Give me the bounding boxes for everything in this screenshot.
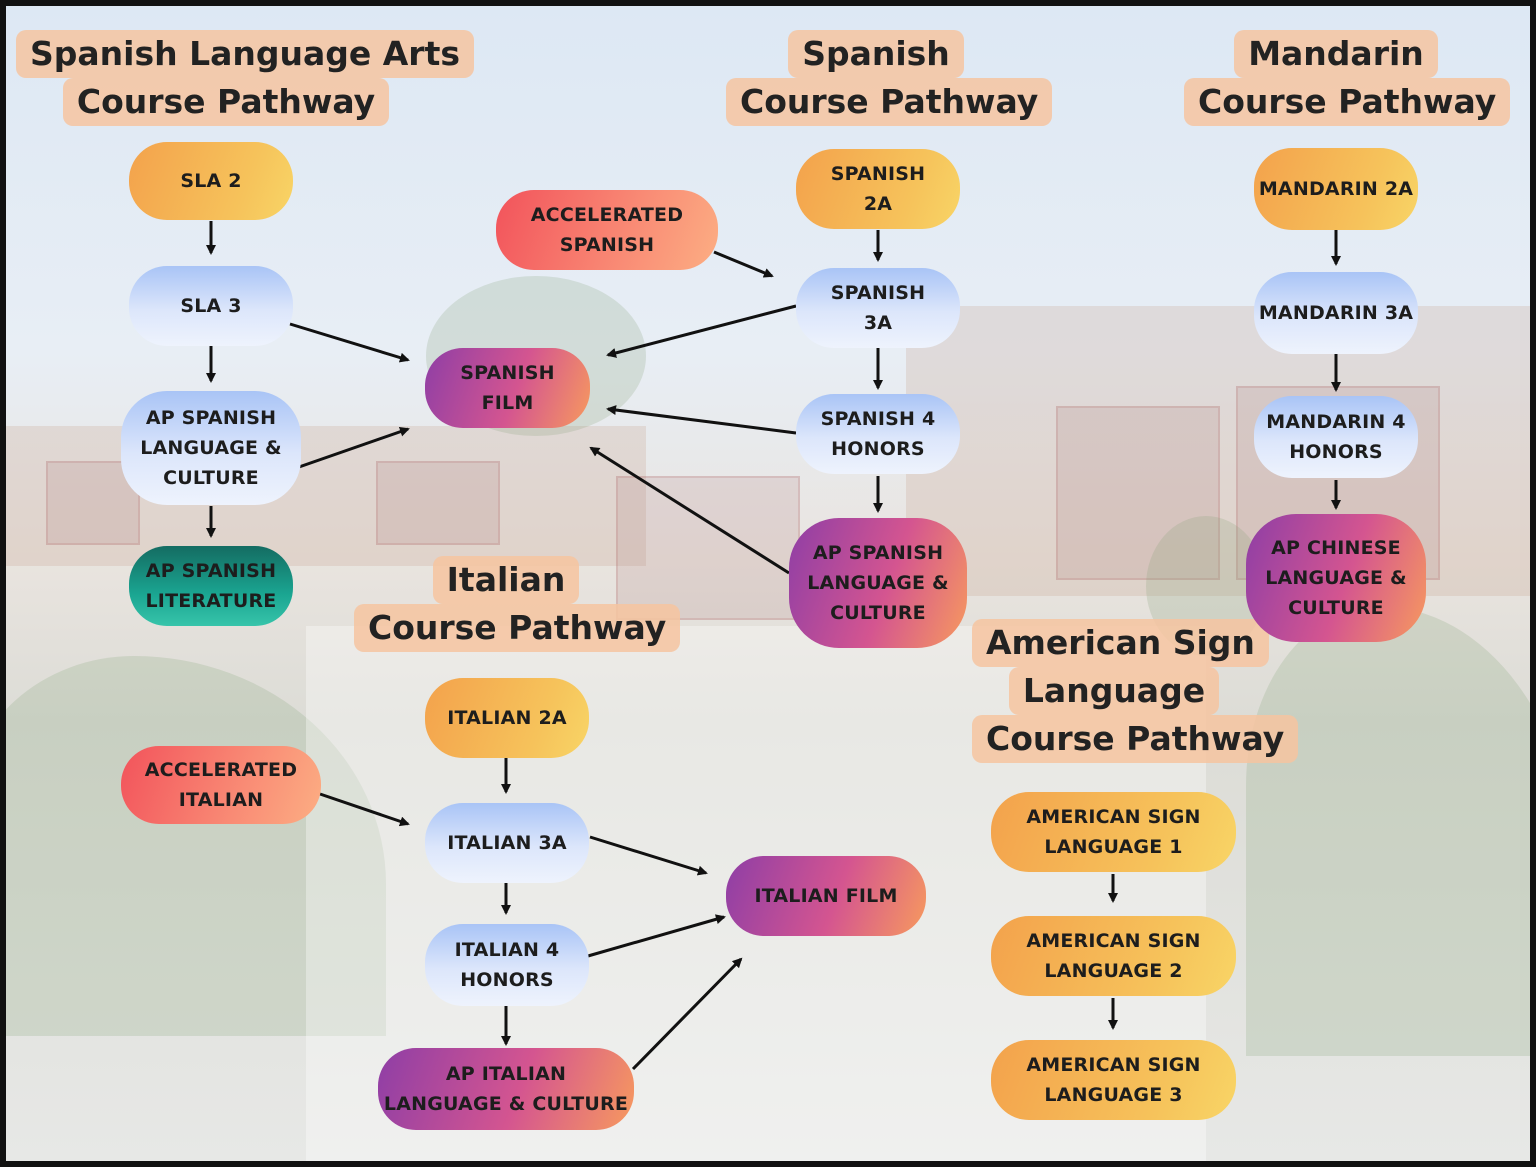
node-spanish-3a: SPANISH 3A bbox=[796, 268, 960, 348]
node-mandarin-4-honors: MANDARIN 4 HONORS bbox=[1254, 396, 1418, 478]
node-spanish-2a: SPANISH 2A bbox=[796, 149, 960, 229]
title-line-1: Mandarin bbox=[1234, 30, 1438, 78]
node-spanish-4-honors: SPANISH 4 HONORS bbox=[796, 394, 960, 474]
title-spanish: Spanish Course Pathway bbox=[726, 30, 1053, 126]
title-line-1: Italian bbox=[432, 556, 580, 604]
node-italian-film: ITALIAN FILM bbox=[726, 856, 926, 936]
node-asl-2: AMERICAN SIGN LANGUAGE 2 bbox=[991, 916, 1236, 996]
node-accelerated-spanish: ACCELERATED SPANISH bbox=[496, 190, 718, 270]
title-line-2: Course Pathway bbox=[354, 604, 681, 652]
arrow-sla3-to-spanish-film bbox=[289, 322, 410, 363]
title-line-3: Course Pathway bbox=[972, 715, 1299, 763]
title-line-2: Course Pathway bbox=[726, 78, 1053, 126]
title-line-1: Spanish Language Arts bbox=[16, 30, 474, 78]
arrow-ap-italian-to-italian-film bbox=[631, 957, 743, 1071]
arrow-italian3a-to-italian-film bbox=[589, 835, 708, 876]
node-italian-3a: ITALIAN 3A bbox=[425, 803, 589, 883]
node-mandarin-3a: MANDARIN 3A bbox=[1254, 272, 1418, 354]
title-line-1: American Sign bbox=[972, 619, 1269, 667]
arrow-ap-spanish-lang-to-spanish-film bbox=[589, 446, 790, 575]
node-italian-2a: ITALIAN 2A bbox=[425, 678, 589, 758]
arrow-accelerated-spanish-to-spanish3a bbox=[713, 250, 774, 278]
title-american-sign-language: American Sign Language Course Pathway bbox=[972, 619, 1299, 763]
title-italian: Italian Course Pathway bbox=[354, 556, 681, 652]
node-sla-3: SLA 3 bbox=[129, 266, 293, 346]
node-ap-italian-language-culture: AP ITALIAN LANGUAGE & CULTURE bbox=[378, 1048, 634, 1130]
node-asl-1: AMERICAN SIGN LANGUAGE 1 bbox=[991, 792, 1236, 872]
node-ap-spanish-literature: AP SPANISH LITERATURE bbox=[129, 546, 293, 626]
title-line-2: Language bbox=[1008, 667, 1220, 715]
title-spanish-language-arts: Spanish Language Arts Course Pathway bbox=[16, 30, 474, 126]
arrow-italian4h-to-italian-film bbox=[587, 914, 726, 958]
connector-layer bbox=[206, 221, 1341, 1071]
arrow-accelerated-italian-to-italian3a bbox=[319, 792, 410, 827]
arrow-spanish3a-to-spanish-film bbox=[606, 304, 797, 358]
node-italian-4-honors: ITALIAN 4 HONORS bbox=[425, 924, 589, 1006]
node-mandarin-2a: MANDARIN 2A bbox=[1254, 148, 1418, 230]
title-line-1: Spanish bbox=[788, 30, 964, 78]
node-asl-3: AMERICAN SIGN LANGUAGE 3 bbox=[991, 1040, 1236, 1120]
node-sla-2: SLA 2 bbox=[129, 142, 293, 220]
arrow-ap-spanish-lang-left-to-spanish-film bbox=[298, 426, 410, 469]
node-ap-spanish-language-culture-left: AP SPANISH LANGUAGE & CULTURE bbox=[121, 391, 301, 505]
node-ap-chinese-language-culture: AP CHINESE LANGUAGE & CULTURE bbox=[1246, 514, 1426, 642]
node-ap-spanish-language-culture: AP SPANISH LANGUAGE & CULTURE bbox=[789, 518, 967, 648]
node-accelerated-italian: ACCELERATED ITALIAN bbox=[121, 746, 321, 824]
node-spanish-film: SPANISH FILM bbox=[425, 348, 590, 428]
title-mandarin: Mandarin Course Pathway bbox=[1184, 30, 1511, 126]
title-line-2: Course Pathway bbox=[1184, 78, 1511, 126]
arrow-spanish4h-to-spanish-film bbox=[606, 405, 797, 435]
title-line-2: Course Pathway bbox=[62, 78, 390, 126]
